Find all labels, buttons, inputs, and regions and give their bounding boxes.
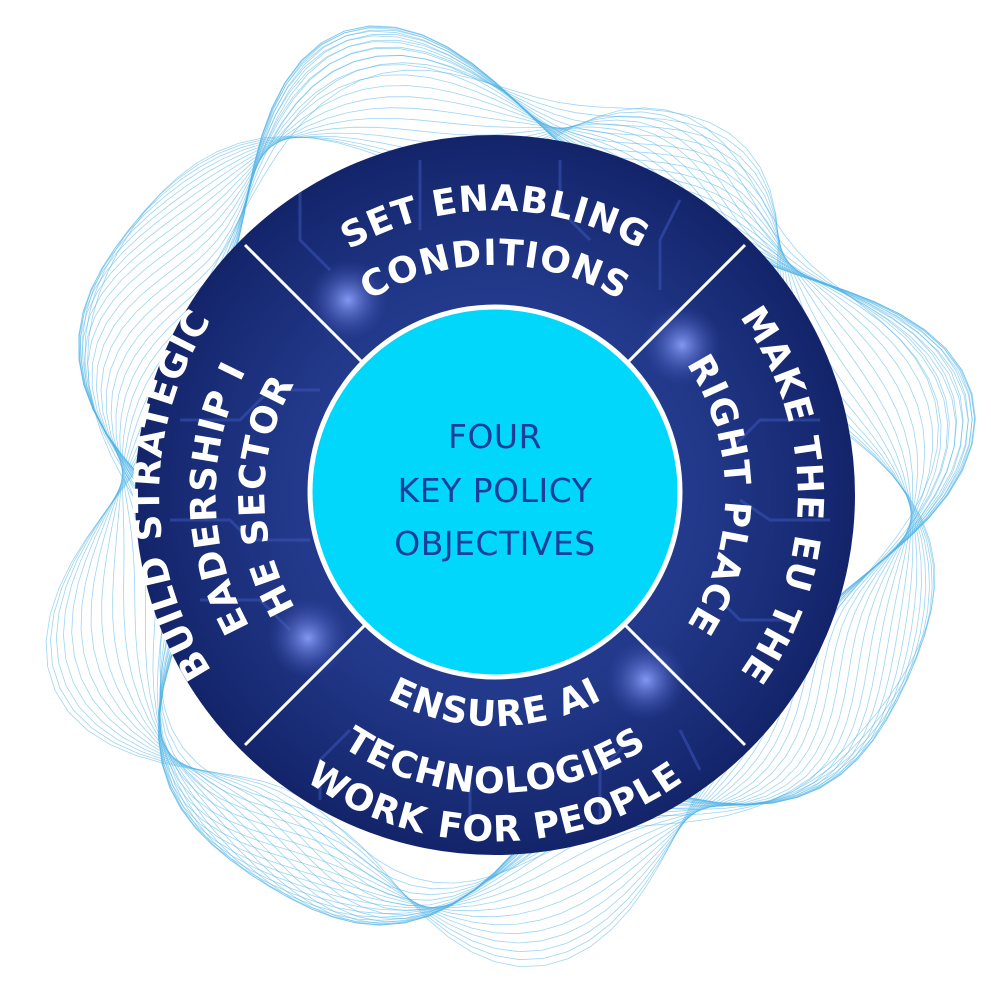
center-line-1: FOUR [448,417,542,456]
center-line-2: KEY POLICY [398,471,593,510]
center-circle [307,304,683,680]
glow-dots [268,260,722,720]
center-line-3: OBJECTIVES [394,524,596,563]
wave-line [87,107,939,968]
